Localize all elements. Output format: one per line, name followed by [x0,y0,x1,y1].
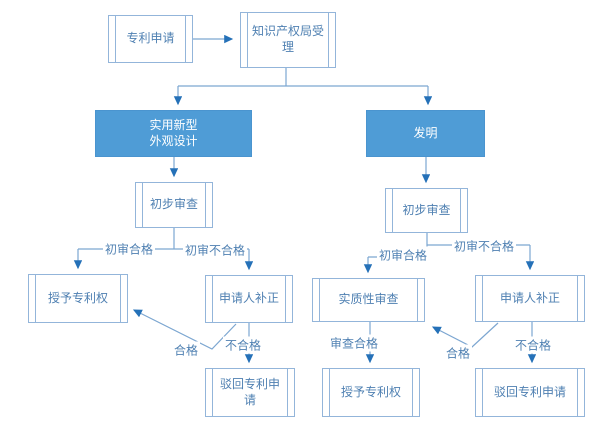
edge-correction-left-pass-to-grant [132,309,237,350]
node-correction-right-label: 申请人补正 [499,290,560,305]
node-prelim-exam-right: 初步审查 [385,188,468,233]
node-invention: 发明 [366,110,485,157]
node-grant-right-label: 授予专利权 [340,384,401,399]
node-substantive-exam-label: 实质性审查 [338,292,399,307]
node-ipo-acceptance: 知识产权局受理 [240,12,336,68]
node-prelim-exam-right-label: 初步审查 [402,202,451,217]
node-reject-right: 驳回专利申请 [475,368,585,417]
label-prelim-pass-right: 初审合格 [376,246,430,264]
node-correction-right: 申请人补正 [475,275,585,322]
node-grant-left: 授予专利权 [28,274,128,323]
label-pass-right: 合格 [443,344,473,362]
node-utility-design-label: 实用新型 外观设计 [149,117,198,148]
label-fail-left: 不合格 [222,336,264,354]
node-substantive-exam: 实质性审查 [312,278,425,322]
node-correction-left-label: 申请人补正 [218,291,279,306]
node-ipo-acceptance-label: 知识产权局受理 [251,24,324,54]
node-patent-application-label: 专利申请 [126,31,175,46]
node-correction-left: 申请人补正 [205,275,293,323]
node-reject-left-label: 驳回专利申请 [219,376,280,407]
label-prelim-pass-left: 初审合格 [102,240,156,258]
label-pass-left: 合格 [171,341,201,359]
node-reject-right-label: 驳回专利申请 [493,384,566,399]
label-exam-pass: 审查合格 [327,334,381,352]
node-grant-left-label: 授予专利权 [47,290,108,305]
label-prelim-fail-left: 初审不合格 [182,241,248,259]
node-prelim-exam-left-label: 初步审查 [149,197,198,212]
node-invention-label: 发明 [413,125,438,140]
edge-acceptance-split [178,68,428,87]
node-patent-application: 专利申请 [108,15,193,63]
node-utility-design: 实用新型 外观设计 [95,110,252,157]
label-fail-right: 不合格 [512,336,554,354]
node-prelim-exam-left: 初步审查 [135,182,213,228]
label-prelim-fail-right: 初审不合格 [451,237,517,255]
edge-correction-right-pass-to-substantive [431,322,499,348]
node-reject-left: 驳回专利申请 [205,368,295,417]
node-grant-right: 授予专利权 [322,368,420,417]
